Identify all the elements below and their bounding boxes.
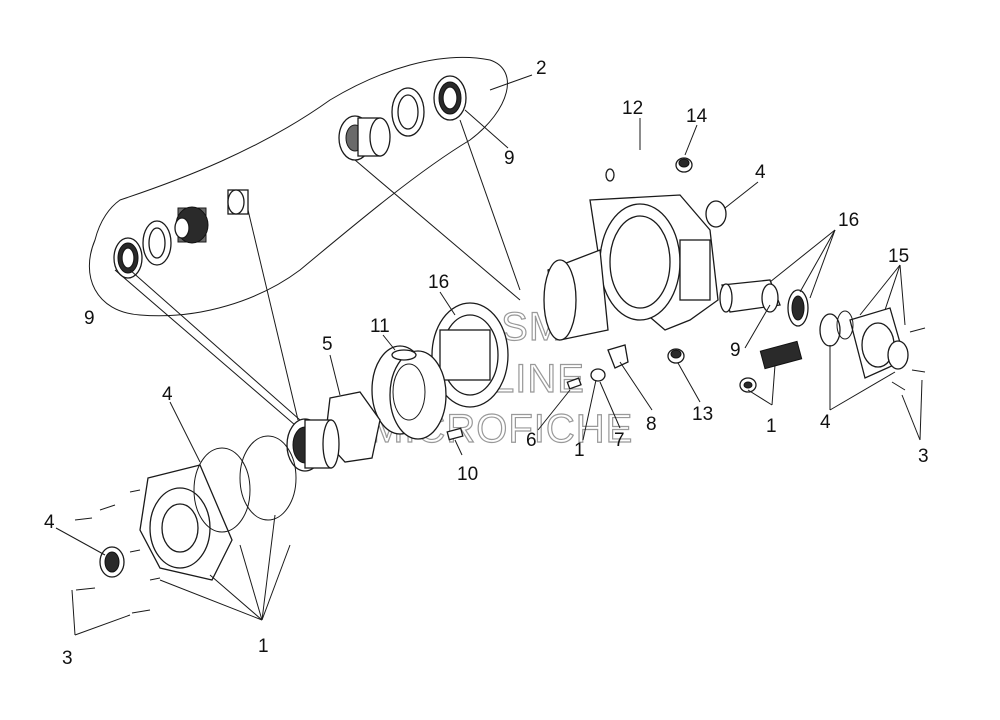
callout-9: 9 <box>84 308 95 329</box>
pins-center <box>446 344 629 441</box>
main-housing <box>543 168 719 341</box>
callout-1: 1 <box>258 636 269 657</box>
callout-9: 9 <box>504 148 515 169</box>
callout-1: 1 <box>574 440 585 461</box>
shaft-right <box>719 279 809 327</box>
bearing-set-left <box>113 189 249 279</box>
plug-13 <box>667 348 685 364</box>
callout-10: 10 <box>457 464 478 485</box>
plug-14 <box>675 157 693 173</box>
end-cover-left <box>99 435 297 581</box>
callout-5: 5 <box>322 334 333 355</box>
bolts-left <box>74 489 161 614</box>
kit-leaders <box>114 119 521 426</box>
callout-labels: 2 9 9 12 14 4 16 15 16 11 5 4 9 1 4 3 13… <box>44 58 929 669</box>
callout-3: 3 <box>918 446 929 467</box>
callout-2: 2 <box>536 58 547 79</box>
callout-16: 16 <box>838 210 859 231</box>
seal-4-housing <box>705 200 727 228</box>
callout-9: 9 <box>730 340 741 361</box>
callout-8: 8 <box>646 414 657 435</box>
bearing-cage-11 <box>371 345 447 440</box>
callout-1: 1 <box>766 416 777 437</box>
callout-15: 15 <box>888 246 909 267</box>
bearing-set-top <box>338 75 467 161</box>
callout-leaders <box>55 74 923 636</box>
center-gear-16 <box>431 302 509 408</box>
callout-3: 3 <box>62 648 73 669</box>
callout-6: 6 <box>526 430 537 451</box>
sensor-right <box>739 340 803 393</box>
callout-4: 4 <box>755 162 766 183</box>
callout-7: 7 <box>614 430 625 451</box>
callout-4: 4 <box>820 412 831 433</box>
bearing-center-left <box>286 418 340 472</box>
callout-13: 13 <box>692 404 713 425</box>
callout-11: 11 <box>370 316 390 337</box>
callout-4: 4 <box>162 384 173 405</box>
callout-14: 14 <box>686 106 708 127</box>
callout-16: 16 <box>428 272 449 293</box>
callout-12: 12 <box>622 98 643 119</box>
callout-4: 4 <box>44 512 55 533</box>
kit-outline <box>88 56 508 317</box>
end-cover-right <box>819 307 926 391</box>
